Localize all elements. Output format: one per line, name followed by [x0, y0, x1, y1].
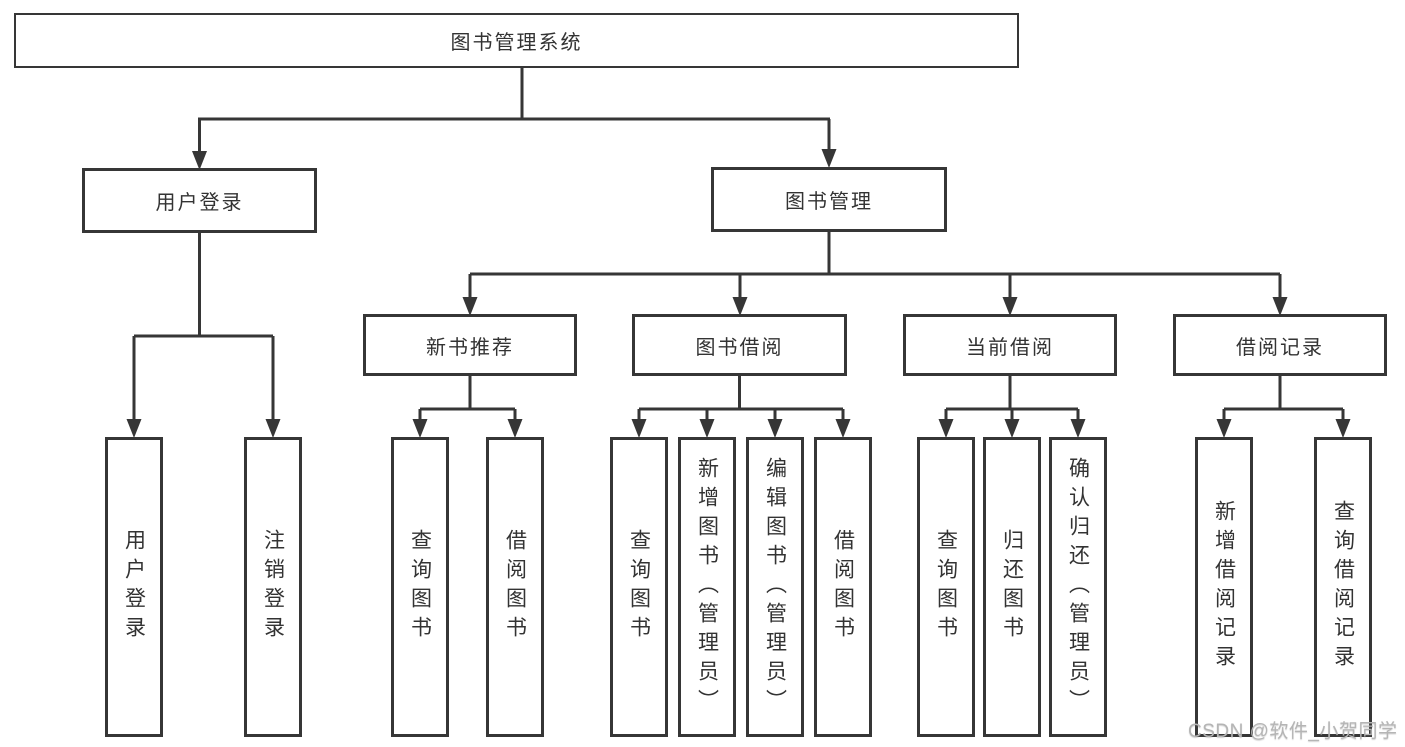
node-leaf-edit-book-admin: 编辑图书（管理员） [746, 437, 804, 737]
arrowheads-borrow-records [1216, 419, 1351, 438]
arrowheads-level2 [192, 149, 837, 170]
node-book-management: 图书管理 [711, 167, 947, 232]
node-current-borrow: 当前借阅 [903, 314, 1117, 376]
leaf-label: 用户登录 [122, 529, 146, 645]
leaf-label: 查询借阅记录 [1331, 500, 1355, 674]
node-leaf-query-books-1: 查询图书 [391, 437, 449, 737]
csdn-watermark: CSDN @软件_小贺同学 [1188, 721, 1398, 742]
connector-book-mgmt-branch [468, 230, 1282, 302]
node-leaf-query-books-2: 查询图书 [610, 437, 668, 737]
leaf-label: 借阅图书 [503, 529, 527, 645]
node-leaf-add-borrow-record: 新增借阅记录 [1195, 437, 1253, 737]
node-leaf-logout: 注销登录 [244, 437, 302, 737]
node-root: 图书管理系统 [14, 13, 1019, 68]
connector-borrow-records-branch [1222, 374, 1345, 424]
connector-book-borrow-branch [637, 374, 845, 424]
node-leaf-user-login: 用户登录 [105, 437, 163, 737]
connector-new-book-rec-branch [418, 374, 517, 424]
leaf-label: 查询图书 [408, 529, 432, 645]
leaf-label: 新增图书（管理员） [695, 456, 719, 718]
arrowheads-level3 [462, 297, 1288, 316]
connector-current-borrow-branch [944, 374, 1080, 424]
arrowheads-user-login-branch [126, 419, 281, 438]
node-leaf-confirm-return-admin: 确认归还（管理员） [1049, 437, 1107, 737]
leaf-label: 新增借阅记录 [1212, 500, 1236, 674]
node-leaf-query-borrow-record: 查询借阅记录 [1314, 437, 1372, 737]
node-user-login: 用户登录 [82, 168, 317, 233]
node-leaf-query-books-3: 查询图书 [917, 437, 975, 737]
node-leaf-add-book-admin: 新增图书（管理员） [678, 437, 736, 737]
arrowheads-new-book-rec [412, 419, 523, 438]
leaf-label: 查询图书 [627, 529, 651, 645]
leaf-label: 注销登录 [261, 529, 285, 645]
arrowheads-current-borrow [938, 419, 1086, 438]
node-leaf-borrow-books-2: 借阅图书 [814, 437, 872, 737]
leaf-label: 编辑图书（管理员） [763, 456, 787, 718]
leaf-label: 确认归还（管理员） [1066, 456, 1090, 718]
node-book-borrow: 图书借阅 [632, 314, 847, 376]
node-new-book-recommend: 新书推荐 [363, 314, 577, 376]
node-borrow-records: 借阅记录 [1173, 314, 1387, 376]
leaf-label: 借阅图书 [831, 529, 855, 645]
connector-user-login-branch [132, 231, 275, 424]
arrowheads-book-borrow [631, 419, 851, 438]
node-leaf-borrow-books-1: 借阅图书 [486, 437, 544, 737]
leaf-label: 查询图书 [934, 529, 958, 645]
connector-root-to-level2 [198, 66, 831, 156]
leaf-label: 归还图书 [1000, 529, 1024, 645]
node-leaf-return-book: 归还图书 [983, 437, 1041, 737]
